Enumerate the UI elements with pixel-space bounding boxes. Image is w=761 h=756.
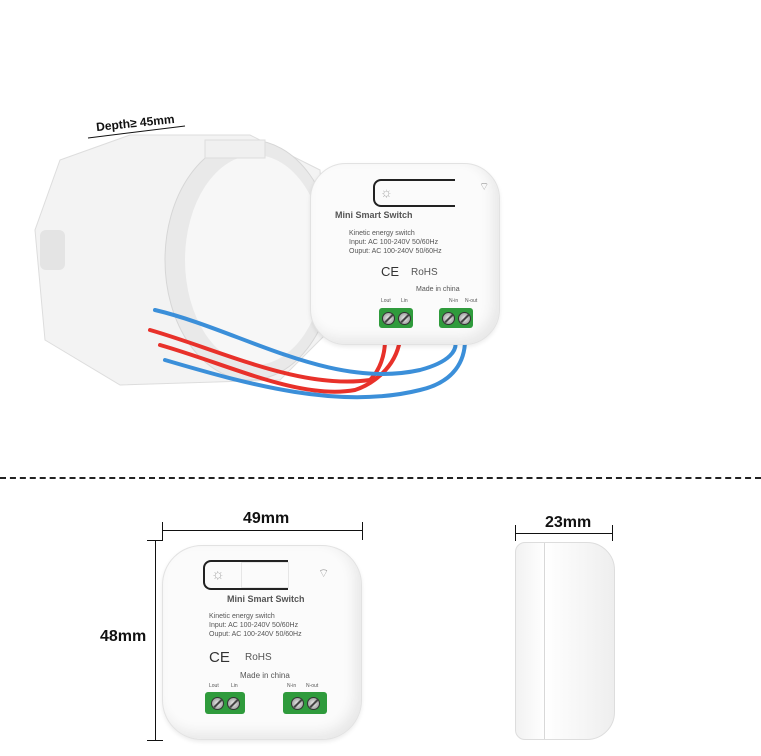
origin-text: Made in china xyxy=(240,671,290,680)
terminal-label: N-in xyxy=(287,683,297,689)
rohs-mark: RoHS xyxy=(245,652,272,663)
height-dimension-line xyxy=(155,540,156,740)
side-seam xyxy=(544,543,545,739)
terminal-label: Lout xyxy=(209,683,219,689)
width-dimension-line xyxy=(162,530,362,531)
terminal-label: N-out xyxy=(306,683,319,689)
terminal-label: Lout xyxy=(381,298,391,304)
depth-dimension-line-side xyxy=(515,533,612,534)
bulb-icon: ☼ xyxy=(380,184,393,200)
module-side xyxy=(515,542,615,740)
spec-line: Kinetic energy switch xyxy=(349,230,415,237)
spec-line: Input: AC 100-240V 50/60Hz xyxy=(209,622,299,629)
depth-side-label: 23mm xyxy=(545,514,592,531)
terminal-block-l xyxy=(379,308,413,328)
bulb-icon: ☼ xyxy=(211,566,225,583)
terminal-block-l xyxy=(205,692,245,714)
module-perspective: ☼ ⌔ Mini Smart Switch Kinetic energy swi… xyxy=(310,163,500,345)
depth-dimension-line xyxy=(87,125,186,139)
width-label: 49mm xyxy=(243,510,290,527)
light-button: ☼ xyxy=(373,179,455,207)
dim-tick xyxy=(515,525,516,541)
terminal-label: N-out xyxy=(465,298,478,304)
module-title: Mini Smart Switch xyxy=(227,594,305,604)
terminal-label: N-in xyxy=(449,298,459,304)
junction-box xyxy=(34,134,336,386)
height-label: 48mm xyxy=(100,628,147,645)
module-title: Mini Smart Switch xyxy=(335,210,413,220)
dim-tick xyxy=(147,740,163,741)
ce-mark: CE xyxy=(209,649,230,666)
spec-line: Kinetic energy switch xyxy=(209,613,275,620)
dim-tick xyxy=(612,525,613,541)
terminal-label: Lin xyxy=(401,298,408,304)
module-front: ☼ ⌔ Mini Smart Switch Kinetic energy swi… xyxy=(162,545,362,740)
divider xyxy=(0,477,761,479)
junction-box-illustration xyxy=(34,125,467,400)
terminal-block-n xyxy=(439,308,473,328)
wifi-icon: ⌔ xyxy=(479,181,490,193)
terminal-block-n xyxy=(283,692,327,714)
rohs-mark: RoHS xyxy=(411,267,438,278)
wifi-icon: ⌔ xyxy=(318,566,330,580)
origin-text: Made in china xyxy=(416,286,460,293)
button-window xyxy=(241,562,289,588)
dim-tick xyxy=(162,522,163,540)
spec-line: Ouput: AC 100-240V 50/60Hz xyxy=(349,248,442,255)
dim-tick xyxy=(147,540,163,541)
terminal-label: Lin xyxy=(231,683,238,689)
spec-line: Ouput: AC 100-240V 50/60Hz xyxy=(209,631,302,638)
spec-line: Input: AC 100-240V 50/60Hz xyxy=(349,239,439,246)
wires xyxy=(148,308,467,400)
dim-tick xyxy=(362,522,363,540)
light-button: ☼ xyxy=(203,560,288,590)
ce-mark: CE xyxy=(381,264,400,279)
